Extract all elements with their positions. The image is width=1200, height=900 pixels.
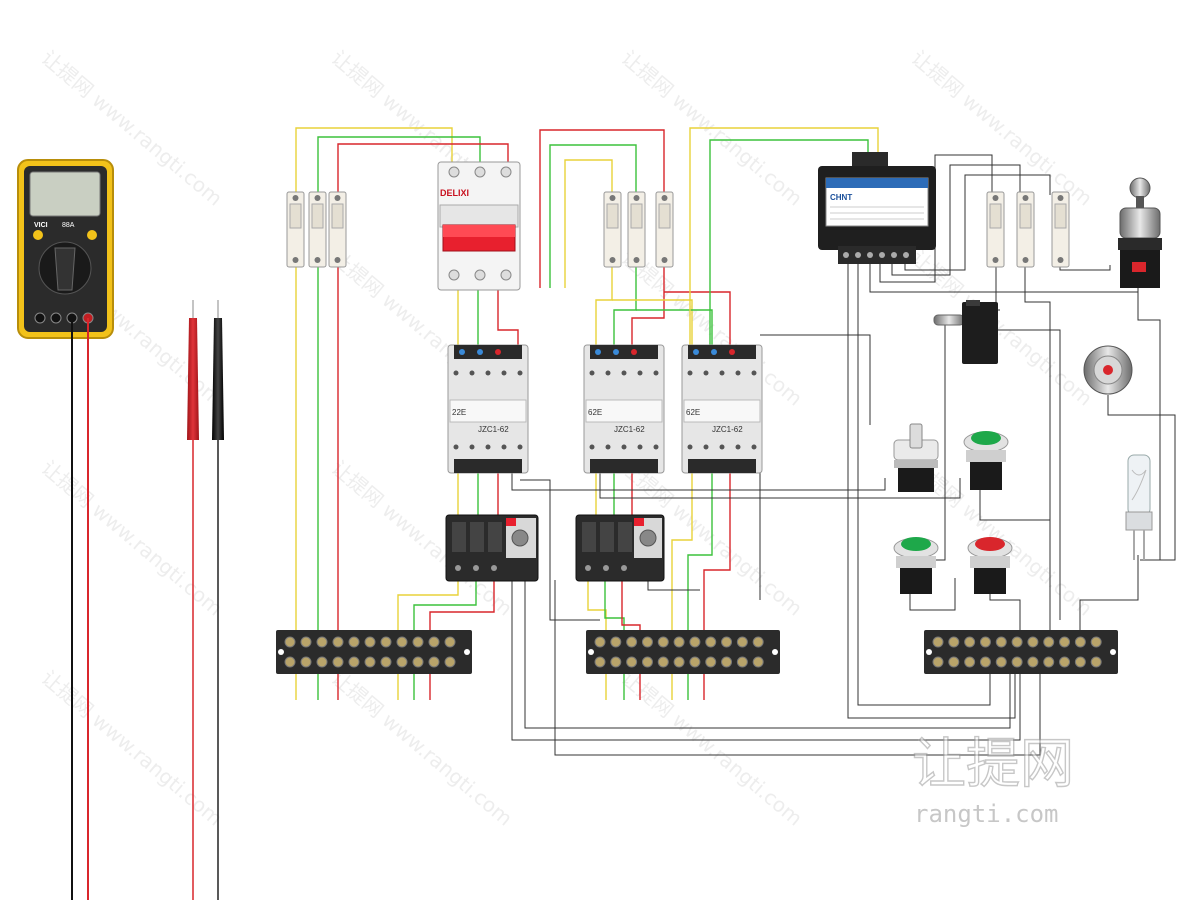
push-button-green-2[interactable] — [893, 537, 939, 594]
control-transformer: CHNT — [818, 152, 936, 264]
watermark-url: rangti.com — [914, 800, 1059, 828]
transformer-brand: CHNT — [830, 193, 852, 202]
fuse-holder — [1051, 191, 1070, 268]
thermal-overload-relay-1 — [445, 514, 539, 582]
selector-switch[interactable] — [893, 423, 939, 492]
contactor-1-model: JZC1-62 — [478, 425, 509, 434]
watermark-logo-text: 让提网 — [912, 732, 1074, 795]
fuse-holder — [286, 191, 305, 268]
fuse-holder — [627, 191, 646, 268]
multimeter-model: 88A — [62, 222, 75, 229]
terminal-block — [924, 630, 1118, 674]
watermark-tile: 让提网 www.rangti.com — [327, 665, 517, 830]
contactor-1-code: 22E — [452, 408, 466, 417]
fuse-holder — [1016, 191, 1035, 268]
circuit-breaker: DELIXI — [437, 161, 521, 291]
test-probe-red — [187, 300, 199, 900]
wires — [295, 127, 1176, 756]
contactor-3-model: JZC1-62 — [712, 425, 743, 434]
fuse-holder — [603, 191, 622, 268]
halogen-lamp — [1125, 454, 1153, 560]
terminal-block — [276, 630, 472, 674]
contactor-2: 62E JZC1-62 — [583, 344, 665, 474]
multimeter: VICI 88A — [17, 159, 114, 339]
terminal-block — [586, 630, 780, 674]
contactor-3-code: 62E — [686, 408, 700, 417]
indicator-lamp — [1083, 345, 1133, 395]
fuse-holder — [328, 191, 347, 268]
contactor-1: 22E JZC1-62 — [447, 344, 529, 474]
multimeter-brand: VICI — [34, 222, 48, 229]
push-button-green-1[interactable] — [963, 431, 1009, 490]
fuse-holder — [655, 191, 674, 268]
contactor-2-code: 62E — [588, 408, 602, 417]
push-button-red[interactable] — [967, 537, 1013, 594]
fuse-holder — [308, 191, 327, 268]
limit-switch[interactable] — [933, 300, 998, 364]
test-probe-black — [212, 300, 224, 900]
watermark-tile: 让提网 www.rangti.com — [37, 665, 227, 830]
contactor-2-model: JZC1-62 — [614, 425, 645, 434]
watermark-tile: 让提网 www.rangti.com — [617, 665, 807, 830]
terminal-blocks — [276, 630, 1118, 674]
watermark-tile: 让提网 www.rangti.com — [37, 455, 227, 620]
fuse-holders — [286, 191, 1070, 268]
thermal-overload-relay-2 — [575, 514, 665, 582]
fuse-holder — [986, 191, 1005, 268]
multimeter-display — [29, 171, 101, 217]
key-switch[interactable] — [1118, 177, 1162, 288]
contactor-3: 62E JZC1-62 — [681, 344, 763, 474]
watermark-logo: 让提网 rangti.com — [911, 731, 1074, 828]
breaker-brand: DELIXI — [440, 188, 469, 198]
